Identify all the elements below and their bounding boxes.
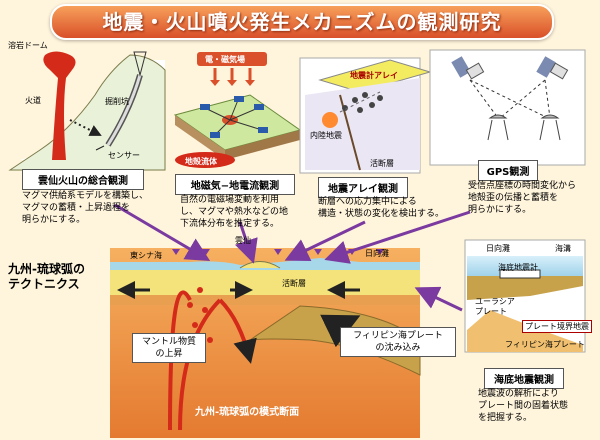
philippine-label-line: の沈み込み: [375, 343, 421, 353]
philippine-label-line: フィリピン海プレート: [353, 331, 443, 341]
label-borehole: 掘削坑: [105, 97, 129, 106]
gps-desc-line: 地殻歪の伝播と蓄積を: [468, 193, 559, 203]
label-conduit: 火道: [25, 96, 41, 105]
label-active-fault: 活断層: [370, 159, 394, 168]
array-box-title: 地震アレイ観測: [318, 177, 408, 198]
unzen-desc-line: マグマの蓄積・上昇過程を: [22, 203, 131, 213]
region-label-line: テクトニクス: [8, 277, 80, 291]
label-sf-philippine: フィリピン海プレート: [505, 340, 585, 349]
satellite-icon: [451, 56, 485, 80]
geomag-desc-line: 自然の電磁場変動を利用: [180, 195, 280, 205]
unzen-desc-line: 明らかにする。: [22, 215, 86, 225]
label-lava-dome: 溶岩ドーム: [8, 41, 48, 50]
magma-conduit: [43, 51, 76, 160]
label-inland-quake: 内陸地震: [310, 131, 342, 140]
label-sensor: センサー: [108, 151, 140, 160]
label-em-field: 電・磁気場: [205, 55, 245, 64]
arrow-gps: [324, 210, 471, 264]
unzen-illustration: [8, 51, 166, 171]
section-footer: 九州-琉球弧の模式断面: [195, 407, 300, 418]
label-unzen: 雲仙: [235, 236, 251, 245]
label-trench: 海溝: [555, 244, 571, 253]
eurasia-label-line: プレート: [475, 307, 507, 316]
seafloor-desc-line: プレート間の固着状態: [478, 401, 569, 411]
gps-desc-line: 受信点座標の時間変化から: [468, 181, 577, 191]
arrow-seafloor: [414, 286, 463, 312]
unzen-desc-line: マグマ供給系モデルを構築し、: [22, 191, 149, 201]
array-illustration: [299, 57, 432, 174]
seafloor-illustration: [464, 239, 586, 353]
array-desc-line: 断層への応力集中による: [318, 197, 417, 207]
gps-illustration: [429, 49, 586, 166]
gps-desc-line: 明らかにする。: [468, 205, 532, 215]
page-title: 地震・火山噴火発生メカニズムの観測研究: [102, 10, 502, 34]
title-banner: [50, 4, 554, 40]
seafloor-desc-line: 地震波の解析により: [478, 389, 559, 399]
label-seismic-array: 地震計アレイ: [350, 71, 398, 80]
label-east-china-sea: 東シナ海: [130, 251, 162, 260]
label-section-active-fault: 活断層: [282, 279, 306, 288]
satellite-icon: [536, 56, 569, 80]
mantle-label-line: の上昇: [155, 349, 183, 359]
geomag-desc-line: 下流体分布を推定する。: [180, 219, 280, 229]
label-crustal-fluid: 地殻流体: [185, 157, 217, 166]
geomag-illustration: [173, 52, 302, 168]
array-desc-line: 構造・状態の変化を検出する。: [318, 209, 445, 219]
arrow-array: [284, 220, 366, 262]
label-obs: 海底地震計: [498, 263, 538, 272]
eurasia-label-line: ユーラシア: [475, 297, 515, 306]
geomag-desc-line: し、マグマや熱水などの地: [180, 207, 289, 217]
label-sf-hyuganada: 日向灘: [486, 244, 510, 253]
mantle-label-line: マントル物質: [141, 337, 196, 347]
label-hyuganada: 日向灘: [365, 249, 389, 258]
region-label-line: 九州-琉球弧の: [8, 262, 85, 276]
seafloor-box-title: 海底地震観測: [484, 368, 564, 389]
seafloor-desc-line: を把握する。: [478, 413, 533, 423]
gps-box-title: GPS観測: [478, 160, 538, 181]
arrow-unzen: [114, 203, 211, 262]
unzen-box-title: 雲仙火山の総合観測: [22, 169, 144, 190]
arrow-geomag: [234, 221, 258, 264]
geomag-box-title: 地磁気−地電流観測: [175, 174, 295, 195]
label-plate-boundary-quake: プレート境界地震: [522, 320, 592, 333]
